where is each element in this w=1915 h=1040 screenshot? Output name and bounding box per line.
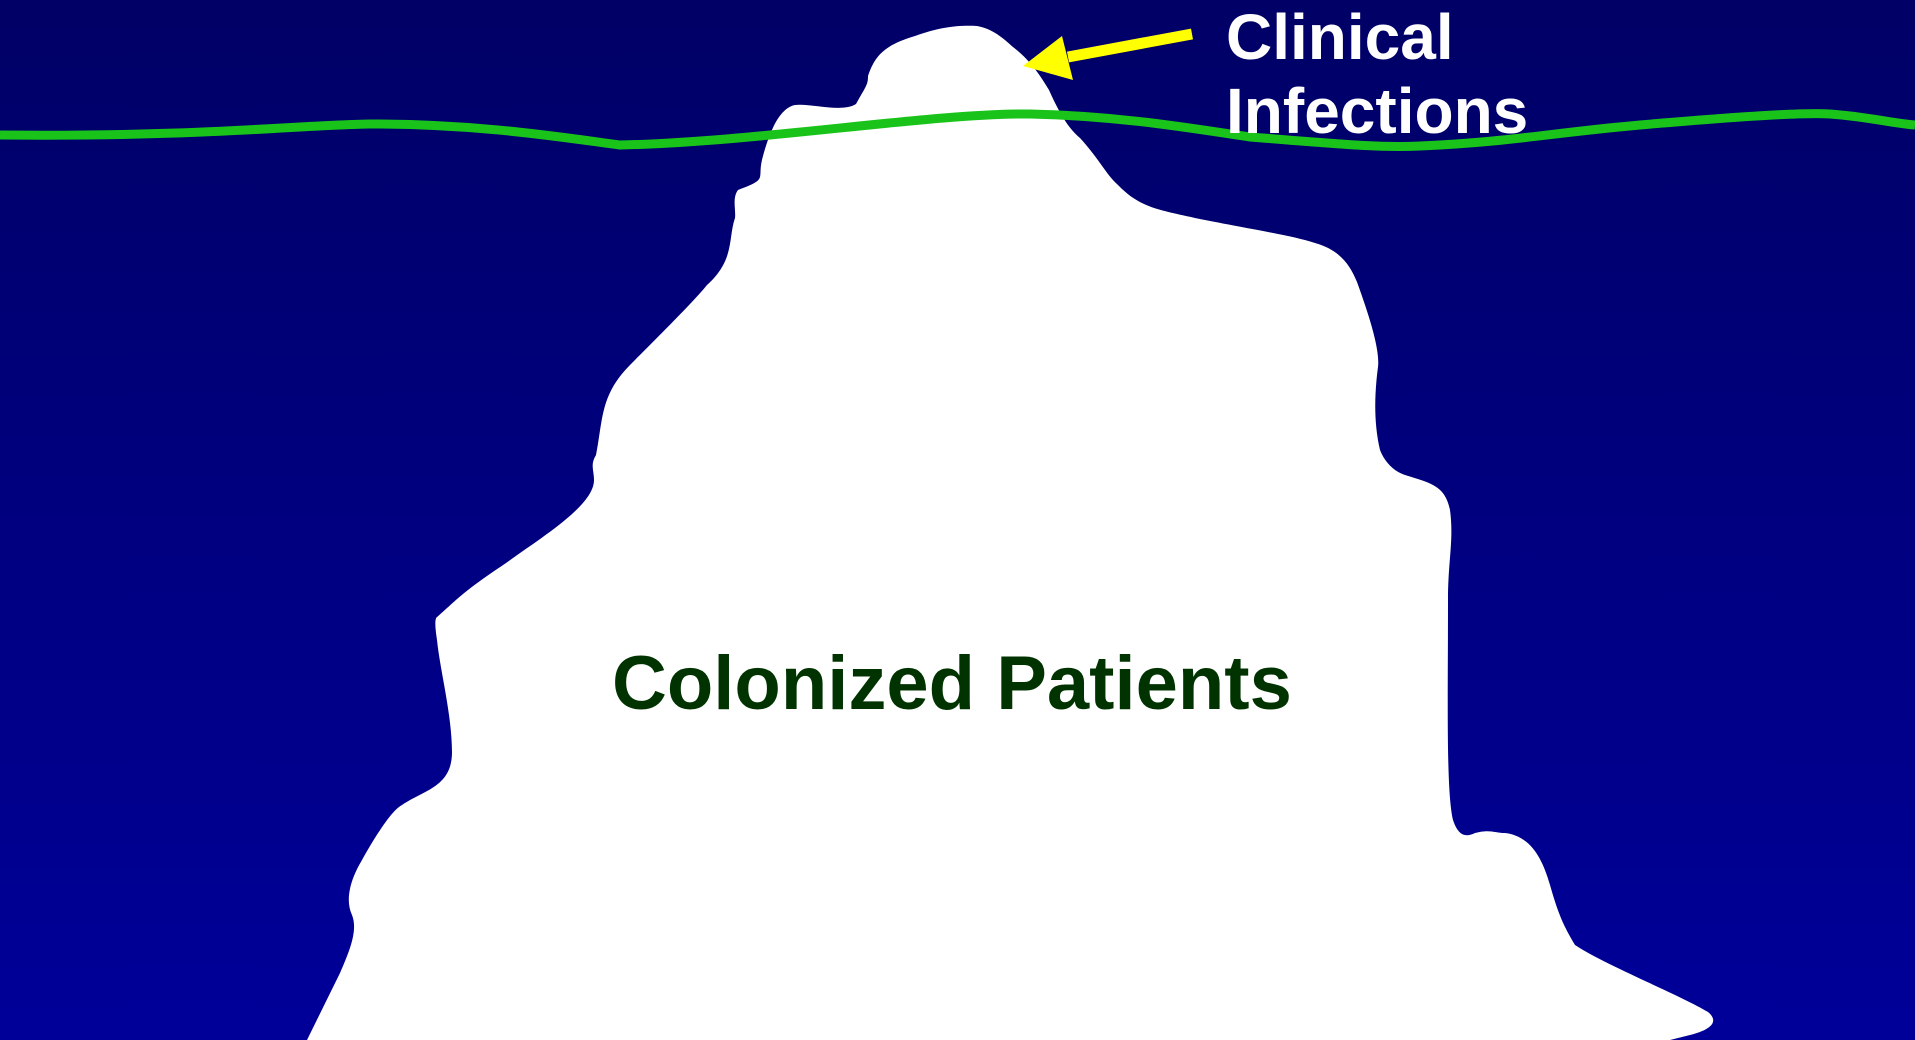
clinical-label-line2: Infections (1226, 74, 1528, 148)
colonized-patients-label: Colonized Patients (612, 640, 1292, 728)
clinical-infections-label: Clinical Infections (1226, 0, 1528, 148)
clinical-label-line1: Clinical (1226, 0, 1528, 74)
